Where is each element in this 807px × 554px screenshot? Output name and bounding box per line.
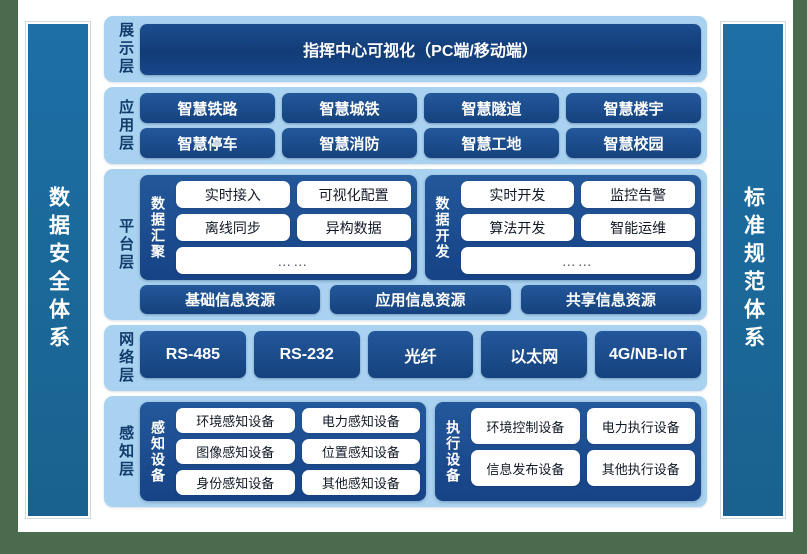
grid-row: 环境控制设备 电力执行设备 (471, 408, 695, 444)
layer-perception: 感知层 感知设备 环境感知设备 电力感知设备 图像感知设备 (104, 396, 707, 507)
layer-presentation-label: 展示层 (117, 22, 135, 76)
network-item[interactable]: RS-485 (140, 331, 246, 378)
layer-presentation: 展示层 指挥中心可视化（PC端/移动端） (104, 16, 707, 82)
grid-row: 身份感知设备 其他感知设备 (176, 470, 421, 495)
platform-item-ellipsis[interactable]: …… (460, 247, 695, 274)
execution-item[interactable]: 其他执行设备 (586, 450, 695, 486)
command-center-banner[interactable]: 指挥中心可视化（PC端/移动端） (140, 23, 701, 75)
group-data-aggregation-label: 数据汇聚 (150, 195, 166, 260)
group-data-aggregation: 数据汇聚 实时接入 可视化配置 离线同步 异构数据 …… (140, 175, 417, 280)
platform-item[interactable]: 监控告警 (581, 181, 695, 208)
group-execution-devices-grid: 环境控制设备 电力执行设备 信息发布设备 其他执行设备 (471, 408, 695, 495)
network-item[interactable]: RS-232 (253, 331, 360, 378)
group-data-aggregation-grid: 实时接入 可视化配置 离线同步 异构数据 …… (176, 181, 411, 274)
app-item[interactable]: 智慧工地 (424, 128, 559, 158)
right-pillar-label: 标准规范体系 (741, 186, 765, 354)
network-item[interactable]: 光纤 (367, 331, 474, 378)
layer-platform-body: 数据汇聚 实时接入 可视化配置 离线同步 异构数据 …… (140, 175, 701, 314)
application-row: 智慧铁路 智慧城铁 智慧隧道 智慧楼宇 (140, 93, 701, 123)
grid-row: 算法开发 智能运维 (460, 214, 695, 241)
grid-row: 图像感知设备 位置感知设备 (176, 439, 421, 464)
application-row: 智慧停车 智慧消防 智慧工地 智慧校园 (140, 128, 701, 158)
platform-item[interactable]: 智能运维 (581, 214, 695, 241)
layer-application-body: 智慧铁路 智慧城铁 智慧隧道 智慧楼宇 智慧停车 智慧消防 智慧工地 智慧校园 (140, 93, 701, 158)
sensing-item[interactable]: 电力感知设备 (301, 408, 421, 433)
app-item[interactable]: 智慧城铁 (282, 93, 417, 123)
layer-stack: 展示层 指挥中心可视化（PC端/移动端） 应用层 智慧铁路 智慧城铁 智慧隧道 … (98, 16, 713, 526)
platform-item[interactable]: 异构数据 (296, 214, 411, 241)
platform-item[interactable]: 离线同步 (176, 214, 290, 241)
grid-row: 实时接入 可视化配置 (176, 181, 411, 208)
platform-item-ellipsis[interactable]: …… (176, 247, 411, 274)
app-item[interactable]: 智慧隧道 (424, 93, 559, 123)
group-data-development: 数据开发 实时开发 监控告警 算法开发 智能运维 …… (424, 175, 701, 280)
network-item[interactable]: 以太网 (481, 331, 588, 378)
layer-application-label: 应用层 (117, 98, 135, 153)
platform-resource-row: 基础信息资源 应用信息资源 共享信息资源 (140, 285, 701, 314)
sensing-item[interactable]: 其他感知设备 (301, 470, 421, 495)
execution-item[interactable]: 电力执行设备 (586, 408, 695, 444)
resource-item[interactable]: 基础信息资源 (140, 285, 321, 314)
app-item[interactable]: 智慧楼宇 (566, 93, 701, 123)
network-item[interactable]: 4G/NB-IoT (595, 331, 701, 378)
platform-item[interactable]: 实时开发 (460, 181, 575, 208)
left-pillar-label: 数据安全体系 (46, 186, 70, 354)
background-bleed-bottom (0, 532, 807, 554)
layer-platform-label: 平台层 (117, 217, 135, 272)
resource-item[interactable]: 共享信息资源 (520, 285, 701, 314)
background-bleed-right (793, 0, 807, 554)
group-execution-devices: 执行设备 环境控制设备 电力执行设备 信息发布设备 其他执行设备 (435, 402, 701, 501)
sensing-item[interactable]: 环境感知设备 (176, 408, 295, 433)
layer-network-label: 网络层 (117, 331, 135, 385)
right-pillar-standards: 标准规范体系 (721, 22, 785, 518)
execution-item[interactable]: 环境控制设备 (471, 408, 580, 444)
app-item[interactable]: 智慧停车 (140, 128, 275, 158)
sensing-item[interactable]: 身份感知设备 (176, 470, 295, 495)
execution-item[interactable]: 信息发布设备 (471, 450, 580, 486)
group-data-development-grid: 实时开发 监控告警 算法开发 智能运维 …… (460, 181, 695, 274)
platform-item[interactable]: 算法开发 (460, 214, 575, 241)
resource-item[interactable]: 应用信息资源 (330, 285, 511, 314)
sensing-item[interactable]: 位置感知设备 (301, 439, 421, 464)
background-bleed-left (0, 0, 18, 554)
group-data-development-label: 数据开发 (434, 195, 451, 260)
layer-application: 应用层 智慧铁路 智慧城铁 智慧隧道 智慧楼宇 智慧停车 智慧消防 智慧工地 智… (104, 87, 707, 164)
grid-row: 离线同步 异构数据 (176, 214, 411, 241)
layer-perception-label: 感知层 (117, 424, 135, 479)
grid-row: 信息发布设备 其他执行设备 (471, 450, 695, 486)
group-execution-devices-label: 执行设备 (445, 419, 462, 484)
grid-row: 环境感知设备 电力感知设备 (176, 408, 421, 433)
layer-platform: 平台层 数据汇聚 实时接入 可视化配置 离线同步 (104, 169, 707, 320)
group-sensing-devices-grid: 环境感知设备 电力感知设备 图像感知设备 位置感知设备 身份感知设备 其他感知设… (176, 408, 421, 495)
perception-groups: 感知设备 环境感知设备 电力感知设备 图像感知设备 位置感知设备 (140, 402, 701, 501)
group-sensing-devices-label: 感知设备 (150, 419, 166, 484)
app-item[interactable]: 智慧消防 (282, 128, 417, 158)
layer-presentation-body: 指挥中心可视化（PC端/移动端） (140, 22, 701, 76)
sensing-item[interactable]: 图像感知设备 (176, 439, 295, 464)
grid-row: 实时开发 监控告警 (460, 181, 695, 208)
layer-perception-body: 感知设备 环境感知设备 电力感知设备 图像感知设备 位置感知设备 (140, 402, 701, 501)
group-sensing-devices: 感知设备 环境感知设备 电力感知设备 图像感知设备 位置感知设备 (140, 402, 427, 501)
platform-groups: 数据汇聚 实时接入 可视化配置 离线同步 异构数据 …… (140, 175, 701, 280)
layer-network: 网络层 RS-485 RS-232 光纤 以太网 4G/NB-IoT (104, 325, 707, 391)
left-pillar-data-security: 数据安全体系 (26, 22, 90, 518)
platform-item[interactable]: 可视化配置 (296, 181, 411, 208)
platform-item[interactable]: 实时接入 (176, 181, 290, 208)
diagram-frame: 数据安全体系 展示层 指挥中心可视化（PC端/移动端） 应用层 智慧铁路 智慧城… (18, 0, 793, 532)
app-item[interactable]: 智慧铁路 (140, 93, 275, 123)
app-item[interactable]: 智慧校园 (566, 128, 701, 158)
network-row: RS-485 RS-232 光纤 以太网 4G/NB-IoT (140, 331, 701, 378)
layer-network-body: RS-485 RS-232 光纤 以太网 4G/NB-IoT (140, 331, 701, 385)
